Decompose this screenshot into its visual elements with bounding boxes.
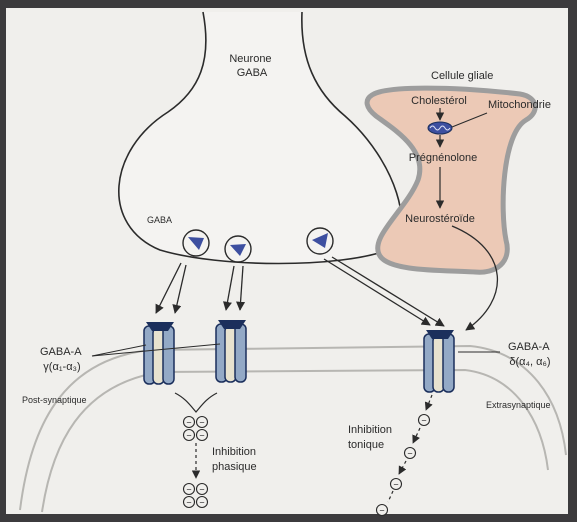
svg-text:−: − [421,416,426,426]
chloride-ion: − [184,484,195,495]
synaptic-vesicle [183,230,209,256]
svg-text:−: − [379,506,384,516]
synaptic-vesicle [307,228,333,254]
chloride-ion: − [184,417,195,428]
chloride-ion: − [377,505,388,516]
svg-text:−: − [199,498,204,508]
chloride-ion: − [405,448,416,459]
svg-text:−: − [407,449,412,459]
mitochondrion-icon [428,122,452,134]
cholesterol-label: Cholestérol [411,95,467,107]
gaba-label: GABA [147,215,172,225]
chloride-ion: − [184,430,195,441]
pregnenolone-label: Prégnénolone [409,152,478,164]
gaba-a-receptor-synaptic [144,322,174,384]
chloride-ion: − [197,484,208,495]
chloride-ion: − [419,415,430,426]
glial-cell-label: Cellule gliale [431,70,493,82]
svg-text:−: − [186,431,191,441]
post-synaptic-label: Post-synaptique [22,395,87,405]
chloride-ion: − [391,479,402,490]
chloride-ion: − [197,430,208,441]
svg-text:−: − [199,431,204,441]
extrasynaptic-label: Extrasynaptique [486,400,551,410]
chloride-ion: − [197,497,208,508]
svg-text:−: − [186,418,191,428]
gaba-a-receptor-extrasynaptic [424,330,454,392]
svg-text:−: − [393,480,398,490]
svg-text:−: − [186,485,191,495]
chloride-ion: − [184,497,195,508]
svg-text:−: − [199,485,204,495]
gaba-a-receptor-synaptic [216,320,246,382]
chloride-ion: − [197,417,208,428]
mitochondria-label: Mitochondrie [488,99,551,111]
svg-text:−: − [199,418,204,428]
neurosteroid-label: Neurostéroïde [405,213,475,225]
svg-text:−: − [186,498,191,508]
synaptic-vesicle [225,236,251,262]
